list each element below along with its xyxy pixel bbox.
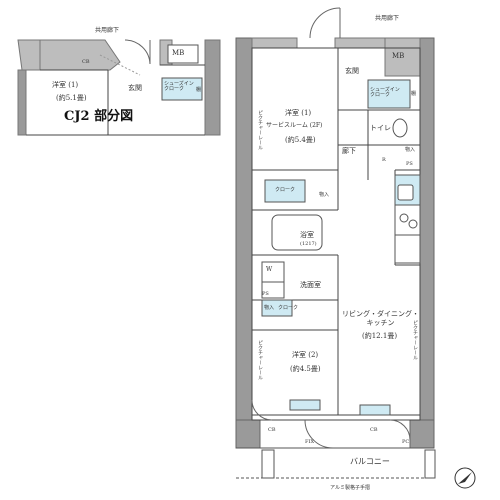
- western-room-2-label: 洋室 (2): [292, 351, 319, 359]
- service-room-label: サービスルーム (2F): [266, 122, 323, 129]
- inset-cb-label: CB: [82, 59, 90, 65]
- picture-rail-label-3: ピクチャーレール: [412, 320, 418, 360]
- fixtures: [261, 118, 418, 299]
- inset-shoes-closet-label: シューズイン クローク: [164, 81, 194, 92]
- toilet-label: トイレ: [370, 124, 391, 132]
- bath-size-label: (1217): [300, 241, 317, 247]
- storage-fills: [261, 79, 421, 416]
- shelf-label: 棚: [411, 91, 417, 97]
- closet-label: クローク: [275, 187, 296, 193]
- mb-label: MB: [392, 52, 405, 60]
- main-plan-walls: [235, 37, 435, 449]
- washroom-storage-label: 物入: [264, 305, 275, 311]
- hallway-label: 廊下: [342, 147, 356, 155]
- corridor-label: 共用廊下: [375, 15, 400, 22]
- western-room-2-area: (約4.5畳): [290, 365, 321, 373]
- inset-corridor-label: 共用廊下: [95, 27, 120, 34]
- inset-entrance-label: 玄関: [128, 84, 142, 92]
- washroom-ps-label: PS: [262, 291, 269, 297]
- washer-label: W: [266, 266, 273, 273]
- inset-mb-label: MB: [172, 49, 185, 57]
- bath-label: 浴室: [300, 231, 314, 239]
- western-room-1-label: 洋室 (1): [285, 109, 312, 117]
- shoes-closet-label: シューズイン クローク: [370, 87, 400, 98]
- ps-label: PS: [406, 161, 413, 167]
- inset-western-room-area: (約5.1畳): [56, 94, 87, 102]
- balcony-label: バルコニー: [350, 457, 390, 466]
- ldk-area: (約12.1畳): [362, 332, 398, 340]
- picture-rail-label-2: ピクチャーレール: [257, 340, 263, 380]
- closet-storage-label: 物入: [319, 192, 330, 198]
- r-label: R: [382, 157, 386, 163]
- western-room-1-area: (約5.4畳): [285, 136, 316, 144]
- inset-title: CJ2 部分図: [64, 109, 134, 124]
- ldk-label: リビング・ダイニング・ キッチン: [342, 310, 419, 328]
- entrance-label: 玄関: [345, 67, 359, 75]
- cb-left-label: CB: [268, 427, 276, 433]
- cb-right-label: CB: [370, 427, 378, 433]
- washroom-closet-label: クローク: [278, 305, 299, 311]
- window-tag-label: FIX: [305, 439, 315, 445]
- balcony: [236, 447, 436, 479]
- picture-rail-label-1: ピクチャーレール: [257, 110, 263, 150]
- compass-icon: [454, 467, 476, 489]
- toilet-storage-label: 物入: [405, 147, 416, 153]
- inset-shelf-label: 棚: [196, 87, 202, 93]
- pc-label: PC: [402, 439, 410, 445]
- washroom-label: 洗面室: [300, 281, 321, 289]
- cj2-inset: [17, 39, 221, 136]
- inset-western-room-label: 洋室 (1): [52, 81, 79, 89]
- balcony-rail-label: アルミ製格子手摺: [330, 485, 370, 491]
